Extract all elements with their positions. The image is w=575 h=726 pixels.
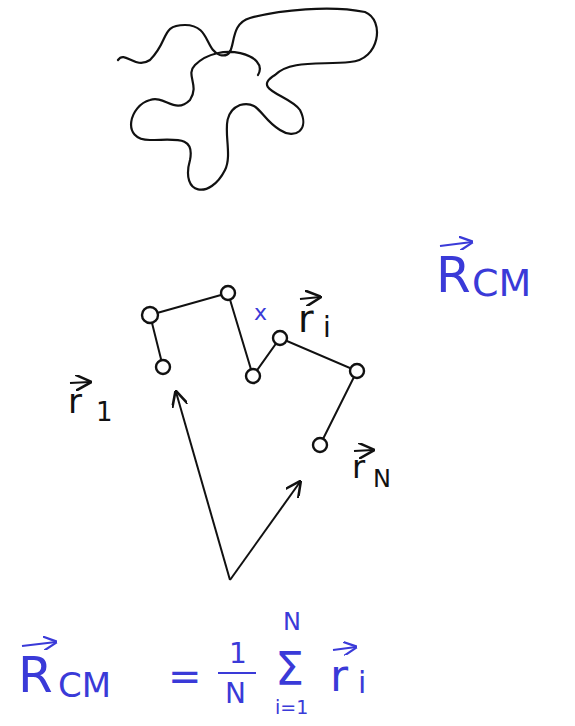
sum-upper-limit: N (283, 610, 301, 634)
subscript: 1 (96, 399, 113, 425)
bead-chain (150, 293, 357, 445)
beads (142, 286, 364, 452)
vector-symbol: r (330, 654, 348, 698)
subscript: CM (58, 668, 111, 702)
subscript: i (323, 314, 331, 342)
vector-symbol: r (68, 384, 82, 418)
fraction-numerator: 1 (229, 640, 247, 668)
polymer-coil (118, 9, 377, 190)
vector-symbol: R (436, 250, 471, 300)
pointer-arrow (176, 392, 230, 580)
fraction-denominator: N (225, 680, 246, 708)
subscript: N (373, 467, 391, 491)
vector-symbol: r (352, 451, 365, 483)
vector-symbol: R (18, 650, 53, 700)
sum-lower-limit: i=1 (275, 698, 308, 717)
subscript: CM (472, 264, 531, 302)
vector-symbol: r (298, 300, 314, 338)
equals-sign: = (168, 656, 202, 696)
vector-arrows (22, 242, 472, 650)
sum-symbol: Σ (275, 646, 304, 692)
pointer-arrow (230, 482, 300, 580)
fraction-bar (218, 672, 256, 674)
subscript: i (358, 668, 366, 698)
point-marker: x (254, 302, 267, 324)
